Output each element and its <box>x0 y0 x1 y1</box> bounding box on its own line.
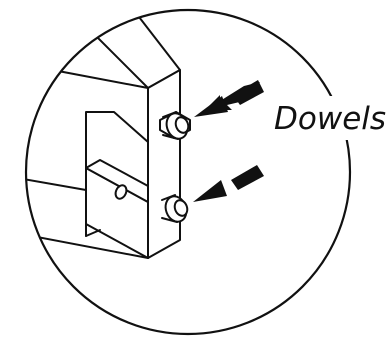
rail-edge <box>26 174 87 191</box>
label-backdrop <box>270 96 391 140</box>
screw-hole-icon <box>114 184 128 200</box>
bottom-arrow-icon <box>193 165 264 202</box>
end-block-front-face <box>147 69 181 259</box>
top-dowel <box>159 111 191 140</box>
dowels-label: Dowels <box>274 101 386 137</box>
top-arrow-icon <box>194 80 264 117</box>
detail-circle <box>24 8 352 336</box>
bracket-foot <box>85 229 101 237</box>
bottom-dowel <box>161 194 189 223</box>
